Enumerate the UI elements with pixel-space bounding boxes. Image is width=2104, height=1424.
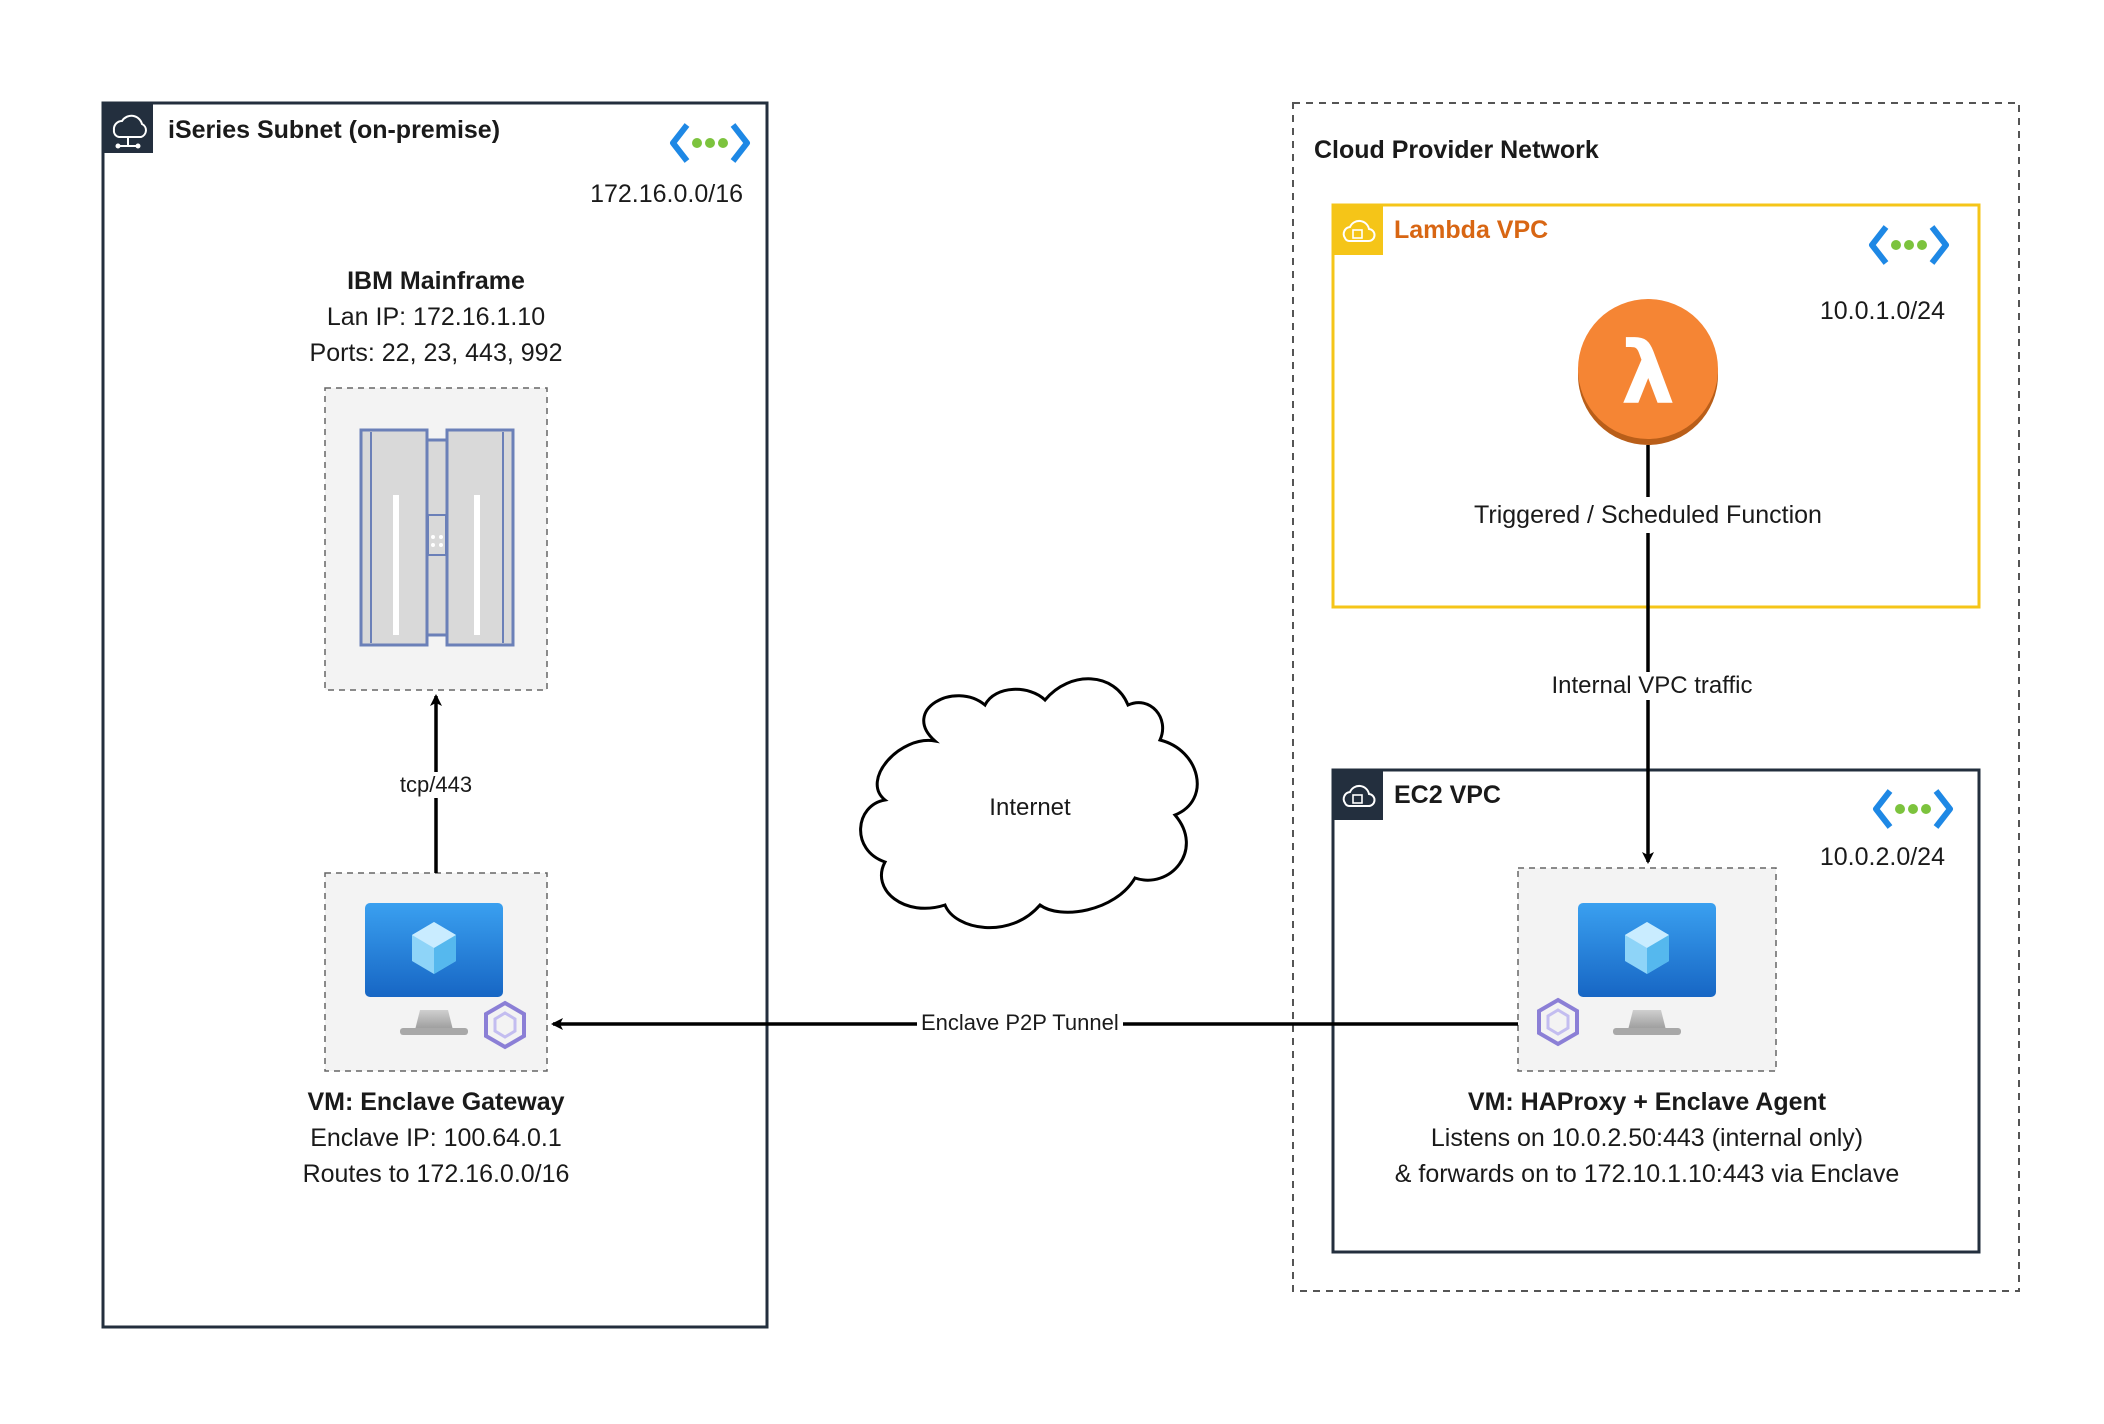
mainframe-name: IBM Mainframe xyxy=(347,267,525,295)
on-premise-title: iSeries Subnet (on-premise) xyxy=(168,116,501,144)
cloud-provider-group xyxy=(1292,102,2020,1292)
mainframe-icon xyxy=(359,428,515,647)
gateway-vm-node[interactable] xyxy=(324,872,548,1072)
lambda-vpc-cidr: 10.0.1.0/24 xyxy=(1819,297,1945,325)
haproxy-vm-name: VM: HAProxy + Enclave Agent xyxy=(1467,1088,1827,1116)
lambda-vpc-group xyxy=(1331,203,1981,609)
gateway-label: VM: Enclave Gateway Enclave IP: 100.64.0… xyxy=(236,1084,636,1192)
lambda-function-node[interactable]: λ xyxy=(1578,299,1718,445)
gateway-routes: Routes to 172.16.0.0/16 xyxy=(302,1160,570,1188)
virtual-network-icon xyxy=(1873,789,1953,829)
virtual-network-icon xyxy=(1869,225,1949,265)
mainframe-node[interactable] xyxy=(324,387,548,691)
mainframe-label: IBM Mainframe Lan IP: 172.16.1.10 Ports:… xyxy=(236,263,636,371)
virtual-machine-icon xyxy=(365,903,503,1035)
edge-internal-label: Internal VPC traffic xyxy=(1532,672,1772,700)
edge-tunnel-label: Enclave P2P Tunnel xyxy=(917,1010,1123,1036)
mainframe-lan-ip: Lan IP: 172.16.1.10 xyxy=(326,303,546,331)
edge-tcp-label: tcp/443 xyxy=(386,772,486,798)
gateway-name: VM: Enclave Gateway xyxy=(307,1088,565,1116)
virtual-machine-icon xyxy=(1578,903,1716,1035)
ec2-vpc-group xyxy=(1331,768,1981,1254)
gateway-enclave-ip: Enclave IP: 100.64.0.1 xyxy=(310,1124,562,1152)
enclave-agent-icon xyxy=(484,1000,526,1050)
ec2-vpc-cidr: 10.0.2.0/24 xyxy=(1819,843,1945,871)
ec2-vpc-title: EC2 VPC xyxy=(1394,781,1501,809)
haproxy-vm-label: VM: HAProxy + Enclave Agent Listens on 1… xyxy=(1347,1084,1947,1192)
haproxy-vm-node[interactable] xyxy=(1517,867,1777,1072)
lock-cloud-icon xyxy=(1333,770,1383,820)
on-premise-cidr: 172.16.0.0/16 xyxy=(590,180,743,208)
enclave-agent-icon xyxy=(1537,997,1579,1047)
cloud-provider-title: Cloud Provider Network xyxy=(1314,136,1599,164)
haproxy-vm-listens: Listens on 10.0.2.50:443 (internal only) xyxy=(1430,1124,1864,1152)
on-premise-group xyxy=(101,101,769,1329)
internet-label: Internet xyxy=(989,794,1071,821)
lambda-vpc-title: Lambda VPC xyxy=(1394,216,1549,244)
cloud-network-group-icon xyxy=(103,103,153,153)
lock-cloud-icon xyxy=(1333,205,1383,255)
lambda-icon: λ xyxy=(1621,324,1675,424)
mainframe-ports: Ports: 22, 23, 443, 992 xyxy=(309,339,563,367)
haproxy-vm-forwards: & forwards on to 172.10.1.10:443 via Enc… xyxy=(1394,1160,1900,1188)
internet-cloud xyxy=(859,677,1199,929)
virtual-network-icon xyxy=(670,123,750,163)
lambda-function-label: Triggered / Scheduled Function xyxy=(1448,497,1848,533)
